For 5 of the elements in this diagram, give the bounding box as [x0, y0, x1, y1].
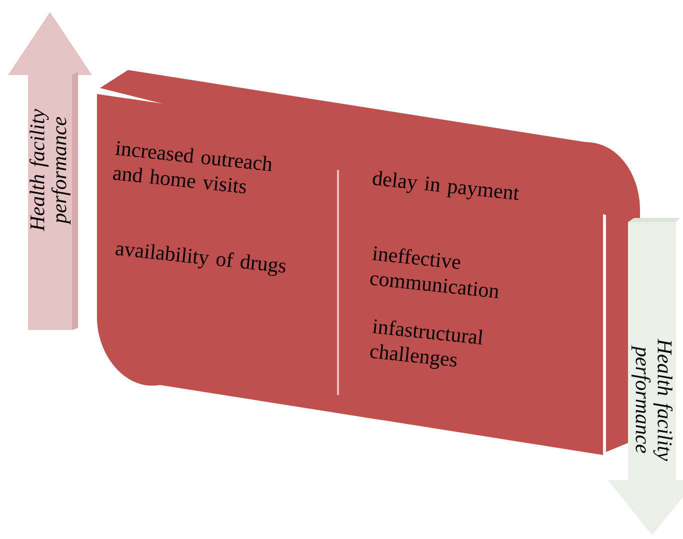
list-item: availability of drugs — [116, 244, 286, 276]
list-item: increased outreach and home visits — [113, 141, 272, 194]
list-item: ineffective communication — [370, 246, 498, 298]
list-item: infastructural challenges — [370, 319, 482, 369]
list-item: delay in payment — [372, 170, 519, 200]
